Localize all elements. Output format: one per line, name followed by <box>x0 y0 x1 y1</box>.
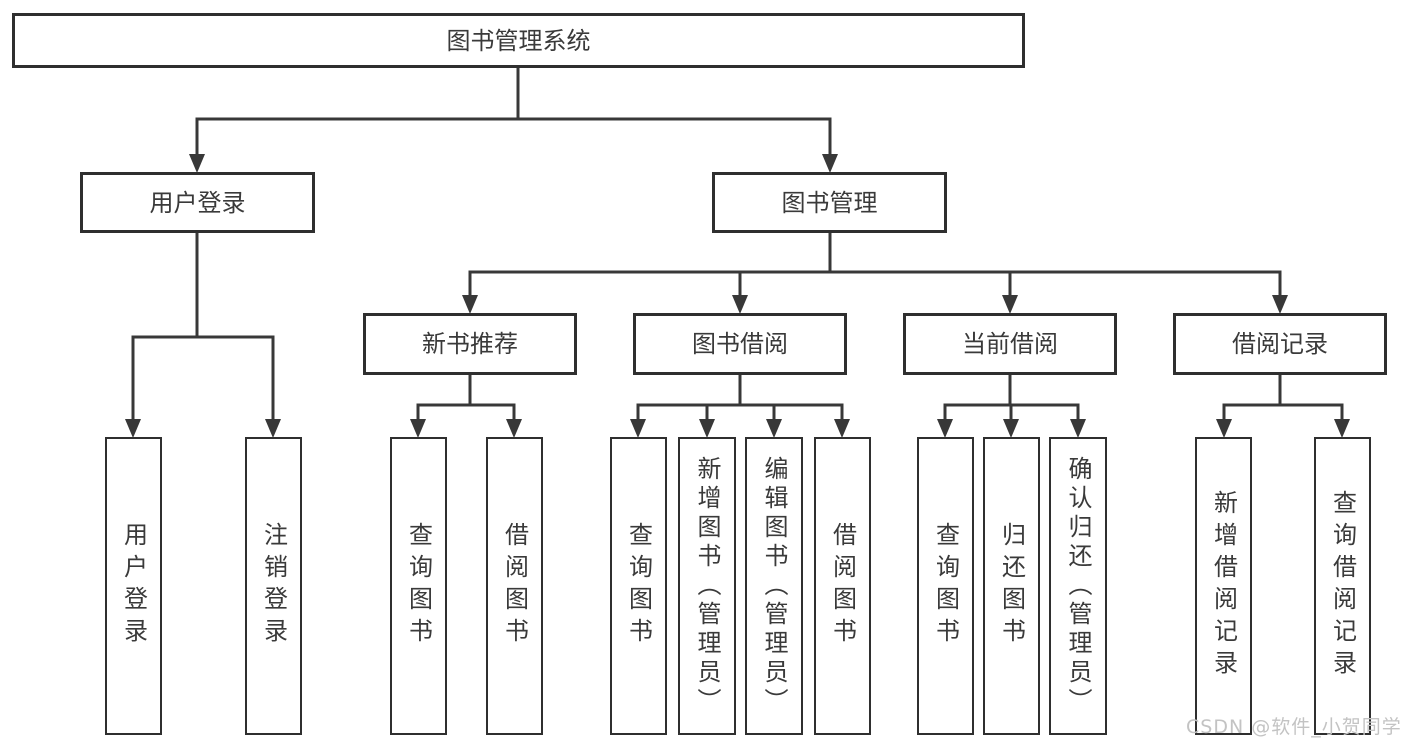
leaf-label: 借阅图书 <box>500 522 529 650</box>
node-label: 用户登录 <box>149 188 246 217</box>
node-library-management-system: 图书管理系统 <box>12 13 1025 68</box>
leaf-label: 新增借阅记录 <box>1209 490 1238 682</box>
leaf-label: 查询图书 <box>624 522 653 650</box>
node-current-borrowing: 当前借阅 <box>903 313 1117 375</box>
leaf-add-borrow-record: 新增借阅记录 <box>1195 437 1252 735</box>
leaf-label: 注销登录 <box>259 522 288 650</box>
leaf-label: 查询图书 <box>931 522 960 650</box>
node-label: 借阅记录 <box>1232 330 1328 358</box>
leaf-label: 编辑图书（管理员） <box>760 455 788 717</box>
leaf-user-login: 用户登录 <box>105 437 162 735</box>
node-new-book-recommendation: 新书推荐 <box>363 313 577 375</box>
leaf-return-book: 归还图书 <box>983 437 1040 735</box>
node-user-login: 用户登录 <box>80 172 315 233</box>
leaf-query-books-borrowing: 查询图书 <box>610 437 667 735</box>
csdn-watermark: CSDN @软件_小贺同学 <box>1186 716 1402 738</box>
node-book-borrowing: 图书借阅 <box>633 313 847 375</box>
leaf-label: 用户登录 <box>119 522 148 650</box>
node-label: 图书管理 <box>781 188 878 217</box>
node-label: 图书借阅 <box>692 330 788 358</box>
leaf-query-borrow-record: 查询借阅记录 <box>1314 437 1371 735</box>
arrowhead-icons <box>125 154 1350 438</box>
leaf-label: 新增图书（管理员） <box>693 455 721 717</box>
node-borrowing-records: 借阅记录 <box>1173 313 1387 375</box>
node-label: 图书管理系统 <box>446 26 591 55</box>
leaf-borrow-books-recommend: 借阅图书 <box>486 437 543 735</box>
leaf-confirm-return-admin: 确认归还（管理员） <box>1049 437 1107 735</box>
leaf-label: 借阅图书 <box>828 522 857 650</box>
leaf-logout: 注销登录 <box>245 437 302 735</box>
leaf-borrow-books-borrowing: 借阅图书 <box>814 437 871 735</box>
node-label: 当前借阅 <box>962 330 1058 358</box>
node-book-management: 图书管理 <box>712 172 947 233</box>
leaf-query-books-recommend: 查询图书 <box>390 437 447 735</box>
leaf-label: 归还图书 <box>997 522 1026 650</box>
leaf-add-book-admin: 新增图书（管理员） <box>678 437 736 735</box>
leaf-label: 查询借阅记录 <box>1328 490 1357 682</box>
leaf-query-books-current: 查询图书 <box>917 437 974 735</box>
node-label: 新书推荐 <box>422 330 518 358</box>
leaf-label: 查询图书 <box>404 522 433 650</box>
leaf-edit-book-admin: 编辑图书（管理员） <box>745 437 803 735</box>
leaf-label: 确认归还（管理员） <box>1064 455 1092 717</box>
